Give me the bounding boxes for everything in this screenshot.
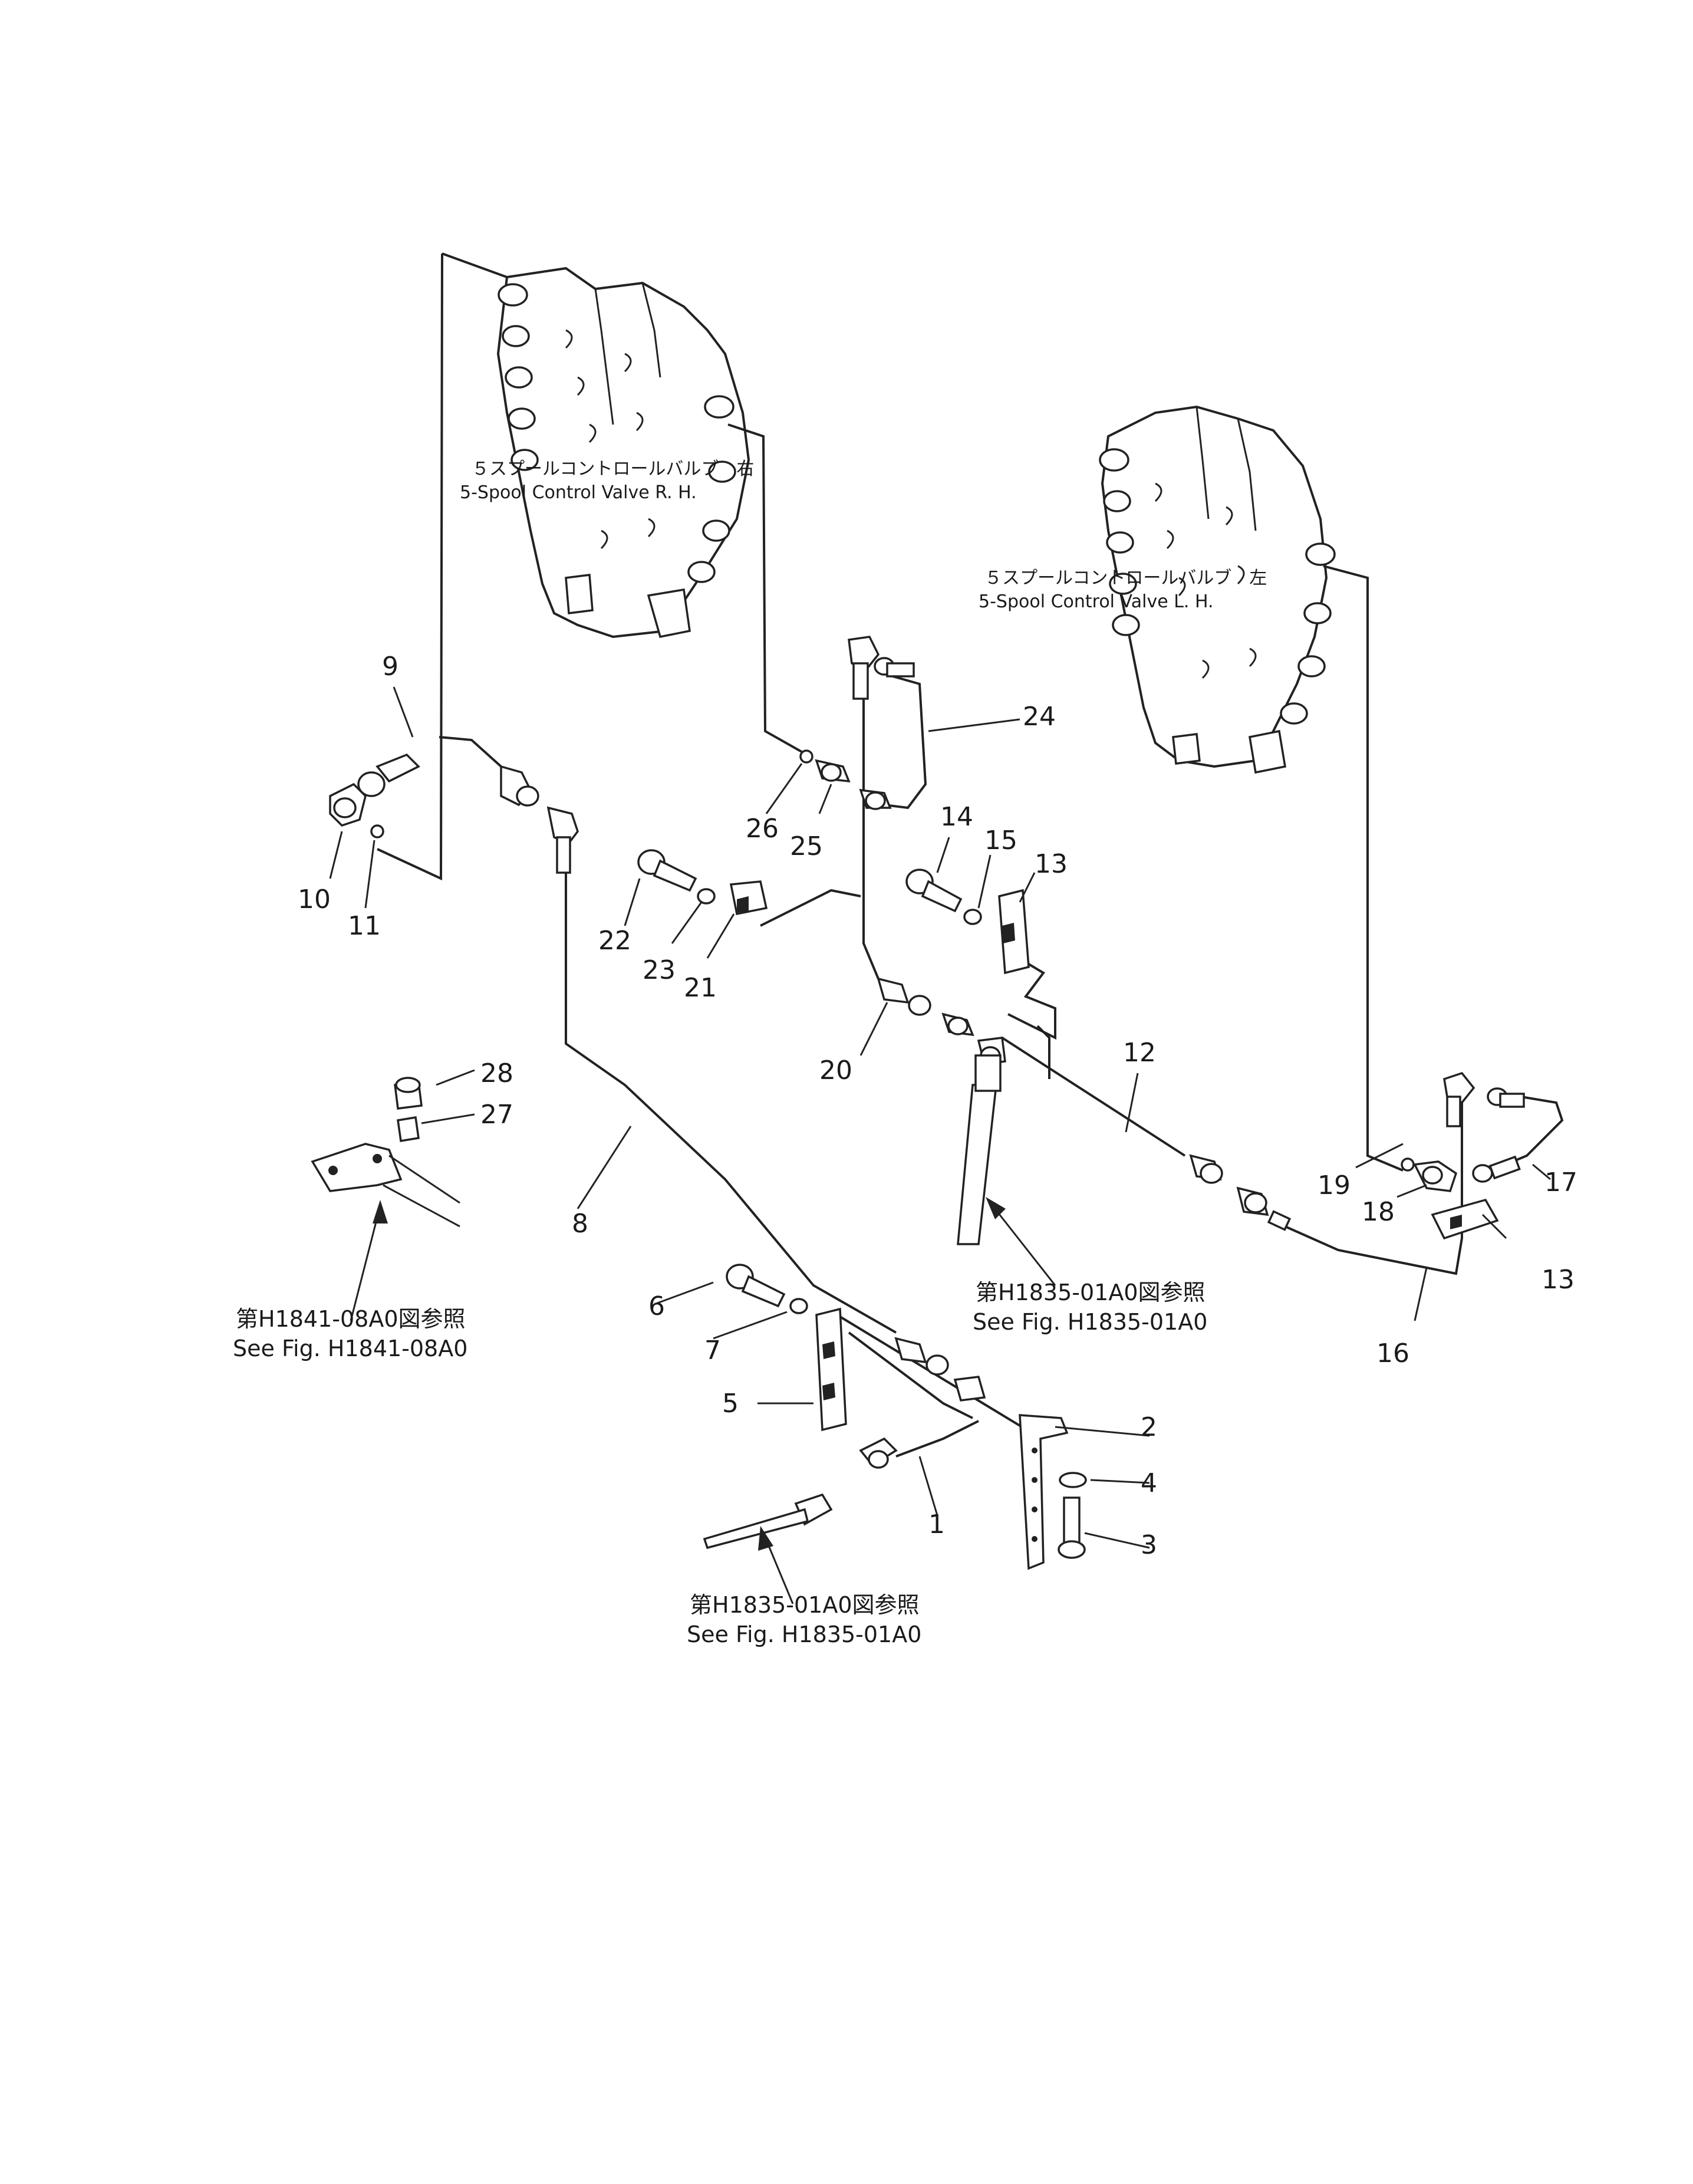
piping-lines bbox=[377, 252, 1564, 1458]
part-24-lower-nut bbox=[859, 788, 892, 810]
leader-lines bbox=[329, 686, 1551, 1604]
part-18-elbow bbox=[1413, 1160, 1458, 1192]
part-5-clamp bbox=[815, 1307, 847, 1432]
part-25-connector bbox=[815, 759, 851, 783]
part-label-6: 6 bbox=[648, 1291, 665, 1321]
part-11-oring bbox=[370, 824, 384, 838]
part-7-washer bbox=[789, 1298, 808, 1314]
part-28-nut bbox=[394, 1077, 423, 1110]
part-label-2: 2 bbox=[1141, 1412, 1157, 1442]
part-24-top-fittings bbox=[848, 636, 915, 700]
part-label-21: 21 bbox=[684, 973, 717, 1003]
part-22-bolt bbox=[637, 849, 697, 892]
part-12-connectors bbox=[941, 1012, 1292, 1231]
part-label-20: 20 bbox=[819, 1055, 852, 1086]
part-20-hose-fitting bbox=[877, 977, 931, 1016]
hose-ref-c bbox=[703, 1493, 833, 1550]
part-label-23: 23 bbox=[643, 955, 676, 985]
part-label-17: 17 bbox=[1544, 1167, 1577, 1198]
part-8-top-fittings bbox=[500, 765, 579, 874]
part-label-11: 11 bbox=[348, 911, 381, 941]
valve-lh-label-en: 5-Spool Control Valve L. H. bbox=[979, 591, 1214, 612]
hose-ref-b bbox=[957, 1054, 1002, 1245]
part-label-27: 27 bbox=[480, 1100, 513, 1130]
valve-rh-label-jp: ５スプールコントロールバルブ 右 bbox=[472, 459, 754, 479]
part-label-8: 8 bbox=[572, 1209, 588, 1239]
part-label-9: 9 bbox=[382, 652, 398, 682]
part-26-oring bbox=[799, 749, 813, 764]
part-13-clamp-lower bbox=[1431, 1198, 1499, 1240]
part-label-5: 5 bbox=[722, 1389, 739, 1419]
part-3-bolt bbox=[1058, 1496, 1086, 1559]
part-label-16: 16 bbox=[1376, 1338, 1409, 1369]
control-valve-lh bbox=[1099, 405, 1336, 774]
part-label-24: 24 bbox=[1023, 702, 1056, 732]
part-label-10: 10 bbox=[298, 884, 331, 915]
part-label-4: 4 bbox=[1141, 1468, 1157, 1498]
reference-callouts: 第H1841-08A0図参照 See Fig. H1841-08A0 第H183… bbox=[233, 1280, 1207, 1647]
part-label-13b: 13 bbox=[1542, 1265, 1575, 1295]
part-10-elbow bbox=[329, 782, 367, 827]
part-label-22: 22 bbox=[598, 926, 631, 956]
part-15-washer bbox=[963, 909, 982, 925]
part-label-25: 25 bbox=[790, 831, 823, 861]
part-label-28: 28 bbox=[480, 1058, 513, 1088]
part-2-bracket bbox=[1019, 1414, 1069, 1570]
part-label-1: 1 bbox=[928, 1509, 945, 1540]
control-valve-rh bbox=[496, 267, 750, 639]
ref-b-en: See Fig. H1835-01A0 bbox=[973, 1309, 1207, 1335]
ref-c-jp: 第H1835-01A0図参照 bbox=[690, 1592, 920, 1618]
ref-c-en: See Fig. H1835-01A0 bbox=[687, 1621, 921, 1647]
part-label-26: 26 bbox=[746, 814, 779, 844]
part-label-18: 18 bbox=[1362, 1197, 1395, 1227]
part-4-washer bbox=[1059, 1472, 1087, 1488]
part-label-7: 7 bbox=[704, 1336, 721, 1366]
part-19-oring bbox=[1401, 1157, 1415, 1172]
ref-a-jp: 第H1841-08A0図参照 bbox=[236, 1306, 466, 1332]
part-13-clamp-upper bbox=[998, 889, 1030, 975]
part-label-14: 14 bbox=[940, 802, 973, 832]
part-label-15: 15 bbox=[984, 825, 1017, 856]
part-6-bolt bbox=[726, 1264, 786, 1308]
ref-b-jp: 第H1835-01A0図参照 bbox=[976, 1280, 1205, 1305]
part-21-clamp bbox=[729, 880, 768, 916]
block-ref-a bbox=[311, 1143, 460, 1228]
part-27-plug bbox=[397, 1116, 420, 1143]
part-1-fitting bbox=[859, 1437, 898, 1469]
part-number-labels: 1 2 3 4 5 6 7 8 9 10 11 12 13 13 14 15 1… bbox=[298, 652, 1577, 1560]
valve-lh-label-jp: ５スプールコントロールバルブ 左 bbox=[984, 568, 1267, 588]
valve-rh-label-en: 5-Spool Control Valve R. H. bbox=[460, 482, 697, 503]
part-label-13a: 13 bbox=[1035, 849, 1068, 879]
part-label-19: 19 bbox=[1317, 1170, 1351, 1200]
part-23-washer bbox=[697, 888, 716, 904]
part-8-bottom-connectors bbox=[894, 1337, 986, 1402]
fittings bbox=[311, 636, 1525, 1570]
part-label-12: 12 bbox=[1123, 1038, 1156, 1068]
ref-a-en: See Fig. H1841-08A0 bbox=[233, 1336, 467, 1361]
part-9-fitting bbox=[357, 753, 420, 797]
part-17-fittings bbox=[1443, 1071, 1525, 1183]
part-label-3: 3 bbox=[1141, 1530, 1157, 1560]
part-14-bolt bbox=[905, 869, 963, 913]
